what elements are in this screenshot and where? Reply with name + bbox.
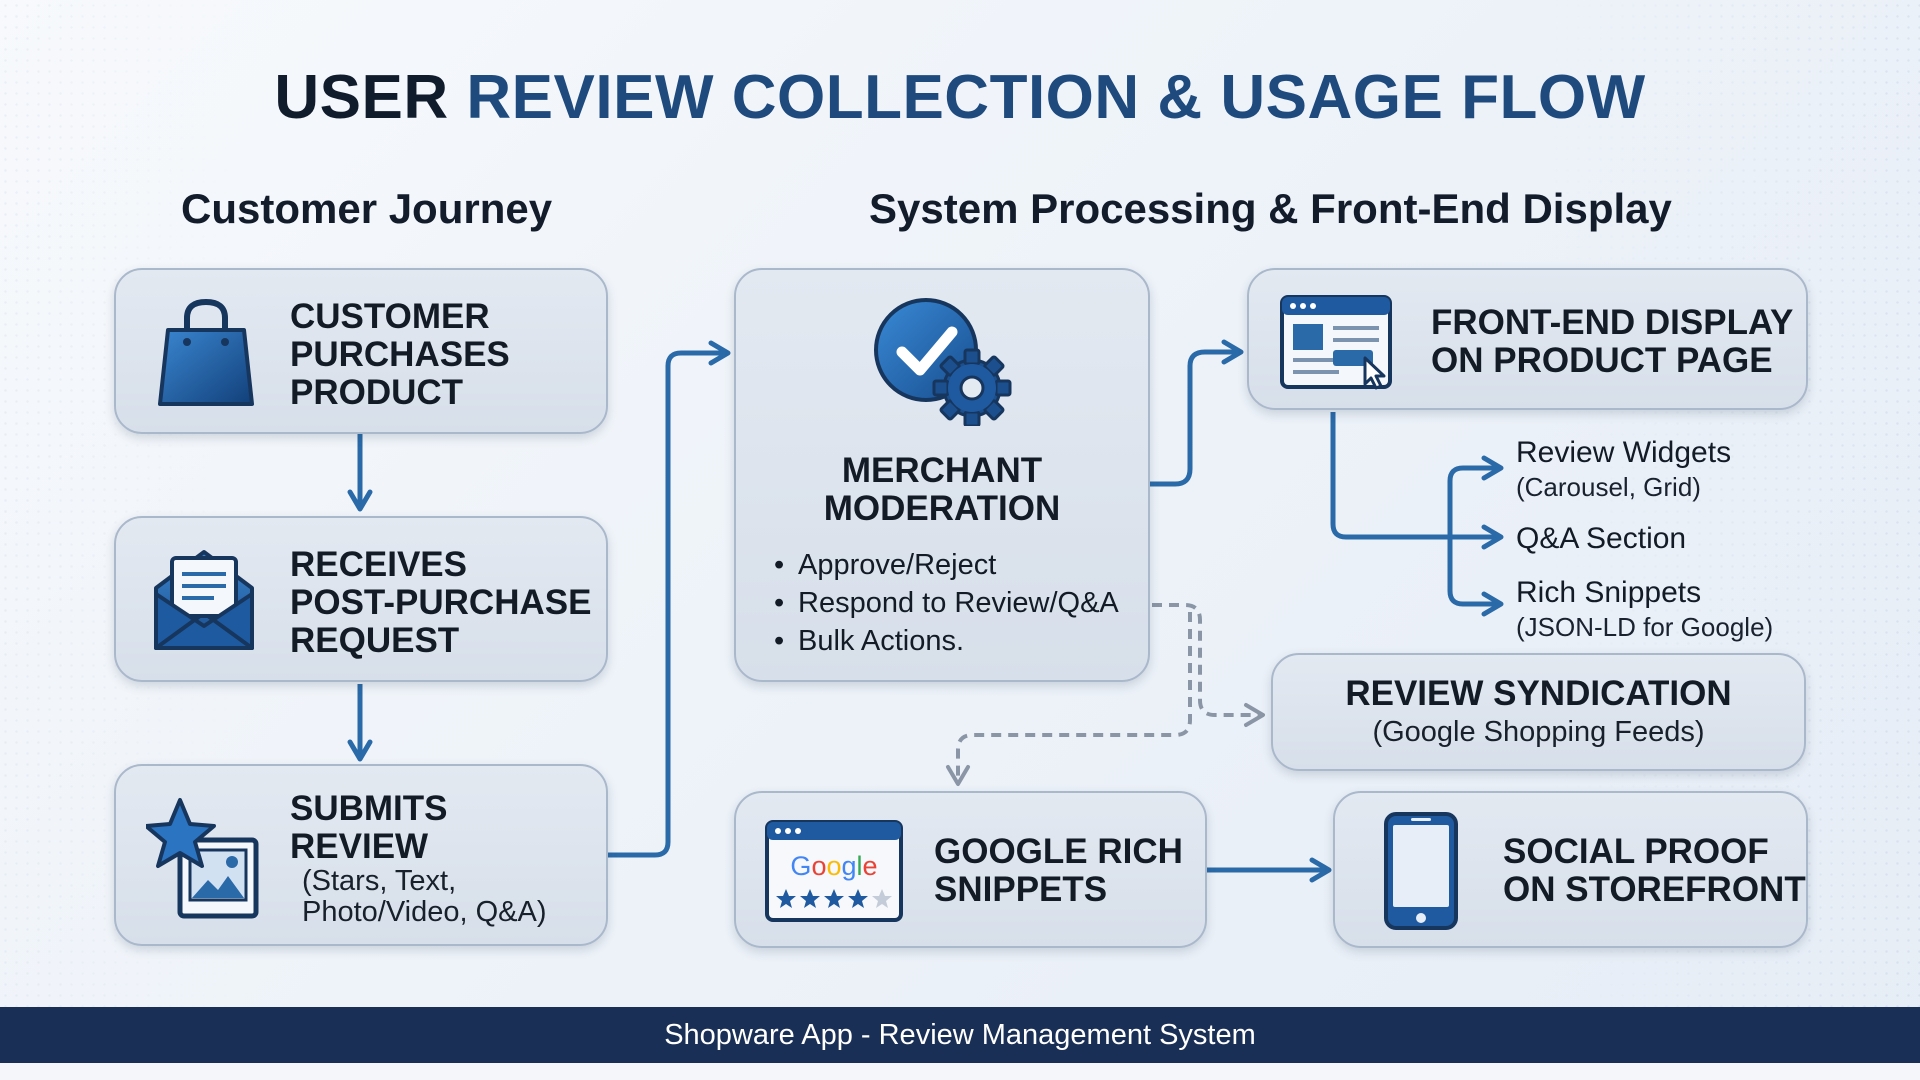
- arrow-moderation-to-syndication: [1152, 603, 1265, 727]
- browser-window-icon: [1280, 295, 1392, 390]
- step-title: SOCIAL PROOF ON STOREFRONT: [1503, 832, 1806, 909]
- smartphone-icon: [1384, 812, 1458, 930]
- title-part-1: USER: [274, 63, 467, 132]
- step-title: CUSTOMER PURCHASES PRODUCT: [290, 297, 510, 412]
- google-logo-text: Google: [790, 851, 877, 881]
- arrow-moderation-to-frontend: [1150, 339, 1244, 487]
- section-customer-journey: Customer Journey: [181, 185, 553, 232]
- step-detail: (Google Shopping Feeds): [1372, 716, 1705, 748]
- step-review-syndication: REVIEW SYNDICATION (Google Shopping Feed…: [1271, 653, 1806, 771]
- output-review-widgets: Review Widgets: [1516, 436, 1732, 469]
- step-google-rich-snippets: Google GOOGLE RICH SNIPPETS: [734, 791, 1207, 948]
- step-submits-review: SUBMITS REVIEW (Stars, Text, Photo/Video…: [114, 764, 608, 946]
- step-merchant-moderation: MERCHANT MODERATION Approve/Reject Respo…: [734, 268, 1150, 682]
- check-gear-icon: [874, 298, 1012, 426]
- step-title: MERCHANT MODERATION: [823, 451, 1061, 528]
- footer-strip: [0, 1063, 1920, 1080]
- star-photo-icon: [146, 798, 259, 919]
- output-qa-section: Q&A Section: [1516, 522, 1687, 555]
- arrow-submit-to-moderation: [608, 340, 731, 858]
- diagram-title: USER REVIEW COLLECTION & USAGE FLOW: [0, 62, 1920, 133]
- step-social-proof: SOCIAL PROOF ON STOREFRONT: [1333, 791, 1808, 948]
- envelope-icon: [154, 550, 254, 650]
- arrow-to-review-widgets: [1447, 455, 1504, 537]
- bullet-item: Bulk Actions.: [774, 622, 1119, 660]
- output-rich-snippets: Rich Snippets: [1516, 576, 1702, 609]
- step-title: GOOGLE RICH SNIPPETS: [934, 832, 1183, 909]
- title-part-2: REVIEW COLLECTION & USAGE FLOW: [466, 63, 1646, 132]
- step-title: RECEIVES POST-PURCHASE REQUEST: [290, 545, 592, 660]
- moderation-bullets: Approve/Reject Respond to Review/Q&A Bul…: [774, 546, 1119, 660]
- bullet-item: Respond to Review/Q&A: [774, 584, 1119, 622]
- step-receives-request: RECEIVES POST-PURCHASE REQUEST: [114, 516, 608, 682]
- section-system-processing: System Processing & Front-End Display: [869, 185, 1672, 232]
- step-title: REVIEW SYNDICATION: [1345, 674, 1732, 713]
- google-snippet-icon: Google: [765, 820, 903, 922]
- step-detail: (Stars, Text, Photo/Video, Q&A): [302, 865, 547, 928]
- arrow-frontend-to-outputs: [1330, 412, 1504, 550]
- step-title: FRONT-END DISPLAY ON PRODUCT PAGE: [1431, 303, 1794, 380]
- step-title: SUBMITS REVIEW: [290, 789, 448, 866]
- step-frontend-display: FRONT-END DISPLAY ON PRODUCT PAGE: [1247, 268, 1808, 410]
- shopping-bag-icon: [158, 298, 254, 406]
- arrow-to-rich-snippets: [1447, 537, 1504, 617]
- output-review-widgets-detail: (Carousel, Grid): [1516, 472, 1701, 502]
- bullet-item: Approve/Reject: [774, 546, 1119, 584]
- output-rich-snippets-detail: (JSON-LD for Google): [1516, 612, 1774, 642]
- footer-bar: Shopware App - Review Management System: [0, 1007, 1920, 1063]
- step-customer-purchases: CUSTOMER PURCHASES PRODUCT: [114, 268, 608, 434]
